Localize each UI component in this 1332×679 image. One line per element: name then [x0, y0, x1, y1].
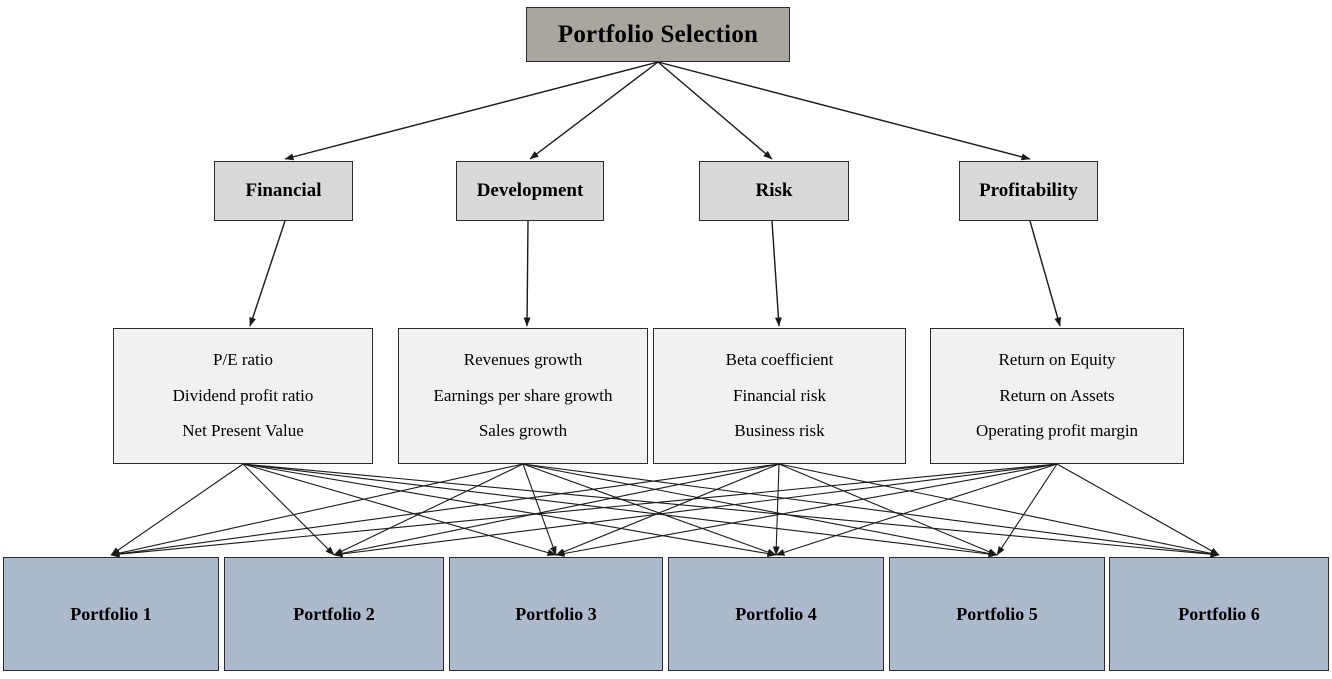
subcriterion-item: Net Present Value: [182, 420, 304, 440]
criterion-node-profitability[interactable]: Profitability: [959, 161, 1098, 221]
edge-criterion-to-subcriteria: [771, 220, 782, 327]
goal-label: Portfolio Selection: [557, 20, 759, 48]
edge-subcriteria-to-alternative: [333, 463, 524, 556]
edge-subcriteria-to-alternative: [778, 463, 998, 556]
edge-goal-to-criterion: [657, 61, 1031, 161]
goal-node[interactable]: Portfolio Selection: [526, 7, 790, 62]
subcriterion-item: Revenues growth: [463, 350, 583, 370]
subcriterion-item: Operating profit margin: [975, 420, 1139, 440]
edge-subcriteria-to-alternative: [772, 463, 780, 556]
alternative-node-5[interactable]: Portfolio 5: [889, 557, 1105, 671]
edge-criterion-to-subcriteria: [1029, 220, 1062, 327]
alternative-node-6[interactable]: Portfolio 6: [1109, 557, 1329, 671]
criterion-label: Risk: [755, 180, 793, 201]
edge-goal-to-criterion: [284, 61, 659, 161]
subcriterion-item: Return on Assets: [999, 385, 1115, 405]
alternative-label: Portfolio 1: [70, 603, 152, 624]
edge-subcriteria-to-alternative: [996, 463, 1058, 556]
criterion-node-development[interactable]: Development: [456, 161, 604, 221]
edge-subcriteria-to-alternative: [333, 463, 780, 557]
edge-subcriteria-to-alternative: [522, 463, 777, 556]
subcriterion-item: Business risk: [734, 420, 825, 440]
edge-subcriteria-to-alternative: [110, 463, 780, 558]
alternative-label: Portfolio 3: [515, 603, 597, 624]
edge-subcriteria-to-alternative: [522, 463, 557, 556]
criterion-label: Development: [476, 180, 584, 201]
edges-subcriteria-to-alternatives: [110, 463, 1220, 558]
criterion-label: Financial: [245, 180, 322, 201]
alternative-node-3[interactable]: Portfolio 3: [449, 557, 663, 671]
edge-goal-to-criterion: [657, 61, 773, 160]
edge-subcriteria-to-alternative: [555, 463, 1058, 557]
edges-goal-to-criteria: [284, 61, 1031, 161]
edge-subcriteria-to-alternative: [775, 463, 1058, 556]
subcriterion-item: Dividend profit ratio: [172, 385, 314, 405]
edge-subcriteria-to-alternative: [522, 463, 1220, 558]
criterion-label: Profitability: [979, 180, 1078, 201]
edge-subcriteria-to-alternative: [242, 463, 557, 556]
edge-subcriteria-to-alternative: [1056, 463, 1220, 556]
edge-subcriteria-to-alternative: [555, 463, 780, 556]
edge-subcriteria-to-alternative: [242, 463, 1220, 558]
subcriterion-item: Earnings per share growth: [433, 385, 613, 405]
edge-criterion-to-subcriteria: [249, 220, 286, 327]
alternative-node-1[interactable]: Portfolio 1: [3, 557, 219, 671]
alternative-label: Portfolio 4: [735, 603, 817, 624]
subcriterion-item: Sales growth: [478, 420, 568, 440]
edge-subcriteria-to-alternative: [110, 463, 524, 557]
edge-subcriteria-to-alternative: [778, 463, 1220, 557]
edge-subcriteria-to-alternative: [333, 463, 1058, 558]
edge-criterion-to-subcriteria: [523, 220, 531, 327]
criterion-node-financial[interactable]: Financial: [214, 161, 353, 221]
edge-subcriteria-to-alternative: [242, 463, 998, 558]
alternative-label: Portfolio 2: [293, 603, 375, 624]
edge-subcriteria-to-alternative: [242, 463, 335, 556]
alternative-label: Portfolio 6: [1178, 603, 1260, 624]
edge-subcriteria-to-alternative: [110, 463, 1058, 558]
subcriterion-item: Financial risk: [732, 385, 826, 405]
edge-subcriteria-to-alternative: [522, 463, 998, 557]
edge-subcriteria-to-alternative: [110, 463, 244, 556]
subcriterion-item: Beta coefficient: [725, 350, 834, 370]
alternative-node-4[interactable]: Portfolio 4: [668, 557, 884, 671]
alternative-label: Portfolio 5: [956, 603, 1038, 624]
subcriterion-item: Return on Equity: [998, 350, 1116, 370]
edge-goal-to-criterion: [529, 61, 659, 160]
alternative-node-2[interactable]: Portfolio 2: [224, 557, 444, 671]
subcriterion-item: P/E ratio: [213, 350, 273, 370]
edge-subcriteria-to-alternative: [242, 463, 777, 558]
edges-criteria-to-subcriteria: [249, 220, 1062, 327]
criterion-node-risk[interactable]: Risk: [699, 161, 849, 221]
